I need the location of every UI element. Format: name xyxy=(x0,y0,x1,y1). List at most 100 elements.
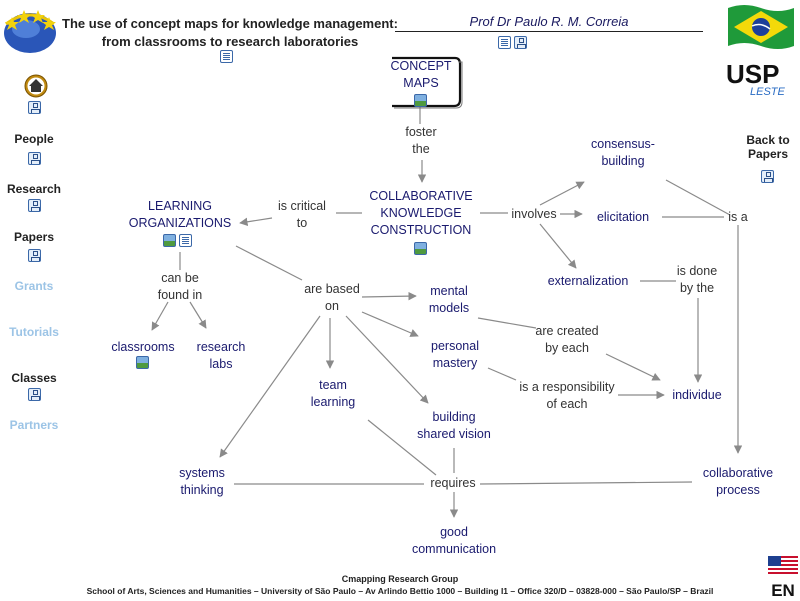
footer-group-name: Cmapping Research Group xyxy=(341,574,459,584)
individue-node[interactable]: individue xyxy=(672,388,722,402)
research-labs-line-1: research xyxy=(196,340,246,354)
lo-image-icon[interactable] xyxy=(163,234,176,247)
footer-address: School of Arts, Sciences and Humanities … xyxy=(86,586,714,596)
language-label: EN xyxy=(771,581,795,600)
link-is-critical: is critical to xyxy=(266,198,338,232)
link-doneby-line-2: by the xyxy=(679,281,715,295)
link-are-based-on: are based on xyxy=(296,281,368,315)
line-createdby-individue xyxy=(605,353,661,381)
back-to-papers-link[interactable]: Back to Papers xyxy=(734,133,800,161)
link-canbe-line-2: found in xyxy=(157,288,203,302)
author-document-icon[interactable] xyxy=(498,36,511,49)
line-personal-responsibility xyxy=(487,367,517,381)
line-team-requires xyxy=(367,419,437,476)
research-labs-node[interactable]: research labs xyxy=(188,339,254,373)
us-flag-icon xyxy=(768,556,798,576)
learning-organizations-node[interactable]: LEARNING ORGANIZATIONS xyxy=(120,198,240,232)
line-lo-basedon xyxy=(235,245,303,281)
nav-partners[interactable]: Partners xyxy=(9,418,59,432)
title-line-2: from classrooms to research laboratories xyxy=(101,34,359,49)
systems-line-2: thinking xyxy=(180,483,224,497)
collab-process-line-2: process xyxy=(716,483,760,497)
mental-models-node[interactable]: mental models xyxy=(418,283,480,317)
usp-leste-logo[interactable]: USP LESTE xyxy=(724,55,798,98)
concept-maps-box xyxy=(392,56,462,108)
link-foster-line-1: foster xyxy=(405,125,437,139)
line-basedon-mental xyxy=(361,291,417,301)
good-communication-node[interactable]: good communication xyxy=(400,524,508,558)
ckc-image-icon[interactable] xyxy=(414,242,427,255)
link-basedon-line-1: are based xyxy=(304,282,360,296)
nav-tutorials[interactable]: Tutorials xyxy=(9,325,59,339)
leste-logo-text: LESTE xyxy=(750,86,786,97)
author-cmap-icon[interactable] xyxy=(514,36,527,49)
usp-logo-text: USP xyxy=(726,59,779,89)
consensus-line-2: building xyxy=(601,154,645,168)
link-resp-line-1: is a responsibility xyxy=(519,380,615,394)
personal-line-1: personal xyxy=(431,339,479,353)
systems-thinking-node[interactable]: systems thinking xyxy=(170,465,234,499)
nav-grants[interactable]: Grants xyxy=(14,279,54,293)
nav-research[interactable]: Research xyxy=(6,182,62,196)
link-foster: foster the xyxy=(391,124,451,158)
link-createdby-line-2: by each xyxy=(545,341,589,355)
elicitation-node[interactable]: elicitation xyxy=(596,210,650,224)
personal-mastery-node[interactable]: personal mastery xyxy=(420,338,490,372)
nav-classes[interactable]: Classes xyxy=(11,371,57,385)
language-switch[interactable]: EN xyxy=(768,556,800,600)
concept-maps-box-shadow xyxy=(394,61,463,109)
team-learning-node[interactable]: team learning xyxy=(298,377,368,411)
lo-document-icon[interactable] xyxy=(179,234,192,247)
ckc-line-1: COLLABORATIVE xyxy=(369,189,473,203)
ckc-line-3: CONSTRUCTION xyxy=(370,223,472,237)
papers-cmap-icon[interactable] xyxy=(28,249,41,262)
home-button[interactable] xyxy=(24,74,48,98)
collaborative-knowledge-node[interactable]: COLLABORATIVE KNOWLEDGE CONSTRUCTION xyxy=(361,188,481,239)
classrooms-image-icon[interactable] xyxy=(136,356,149,369)
classes-cmap-icon[interactable] xyxy=(28,388,41,401)
brazil-flag-icon xyxy=(728,5,794,49)
concept-maps-image-icon[interactable] xyxy=(414,94,427,107)
team-line-2: learning xyxy=(310,395,356,409)
collab-process-line-1: collaborative xyxy=(702,466,774,480)
concept-maps-node[interactable]: CONCEPT MAPS xyxy=(381,58,461,92)
line-mental-createdby xyxy=(477,317,537,329)
link-createdby-line-1: are created xyxy=(535,324,599,338)
collaborative-process-node[interactable]: collaborative process xyxy=(690,465,786,499)
back-cmap-icon[interactable] xyxy=(761,170,774,183)
link-foster-line-2: the xyxy=(412,142,430,156)
line-canbe-researchlabs xyxy=(189,301,207,329)
back-line-1: Back to xyxy=(746,133,790,147)
shared-vision-node[interactable]: building shared vision xyxy=(404,409,504,443)
back-line-2: Papers xyxy=(747,147,789,161)
link-is-done-by: is done by the xyxy=(666,263,728,297)
research-cmap-icon[interactable] xyxy=(28,199,41,212)
concept-maps-line-2: MAPS xyxy=(403,76,439,90)
line-basedon-systems xyxy=(219,315,321,458)
externalization-node[interactable]: externalization xyxy=(547,274,629,288)
link-requires: requires xyxy=(430,476,476,490)
classrooms-node[interactable]: classrooms xyxy=(111,340,175,354)
link-are-created-by-each: are created by each xyxy=(526,323,608,357)
lo-line-2: ORGANIZATIONS xyxy=(128,216,232,230)
vision-line-2: shared vision xyxy=(417,427,491,441)
link-can-be-found-in: can be found in xyxy=(146,270,214,304)
link-doneby-line-1: is done xyxy=(676,264,718,278)
nav-people[interactable]: People xyxy=(14,132,54,146)
line-involves-externalization xyxy=(539,223,577,269)
consensus-building-node[interactable]: consensus- building xyxy=(578,136,668,170)
title-document-icon[interactable] xyxy=(220,50,233,63)
systems-line-1: systems xyxy=(179,466,225,480)
home-cmap-icon[interactable] xyxy=(28,101,41,114)
group-logo[interactable] xyxy=(2,2,58,56)
page-title: The use of concept maps for knowledge ma… xyxy=(60,15,400,51)
team-line-1: team xyxy=(319,378,347,392)
people-cmap-icon[interactable] xyxy=(28,152,41,165)
consensus-line-1: consensus- xyxy=(591,137,655,151)
brazil-flag xyxy=(726,2,796,52)
stars-globe-icon xyxy=(4,10,56,53)
nav-papers[interactable]: Papers xyxy=(13,230,55,244)
lo-line-1: LEARNING xyxy=(148,199,212,213)
line-canbe-classrooms xyxy=(151,301,169,331)
